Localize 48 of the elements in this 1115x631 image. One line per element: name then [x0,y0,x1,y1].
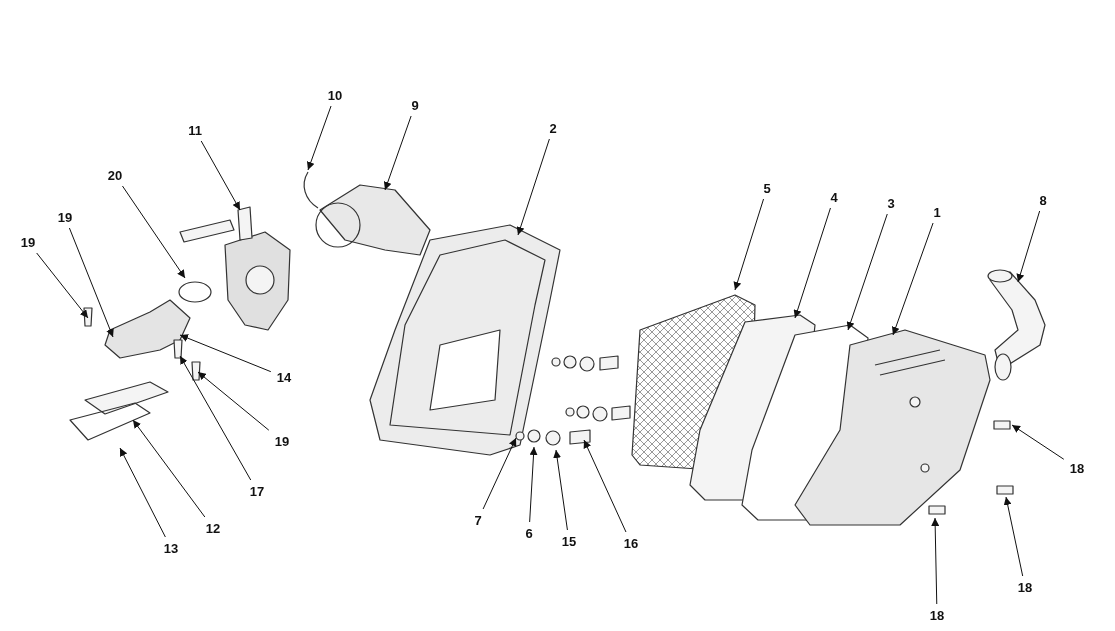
leader-line [931,517,940,605]
callout-number: 17 [249,483,265,499]
leader-line [179,355,252,481]
leader-line [891,222,934,336]
callout-number: 14 [276,369,292,385]
callout-number: 16 [623,535,639,551]
callout-number: 18 [929,607,945,623]
leader-line [846,213,888,331]
leader-line [516,138,550,236]
callout-number: 19 [20,234,36,250]
callout-number: 13 [163,540,179,556]
callout-number: 18 [1017,579,1033,595]
leader-line [132,419,206,518]
leader-line [793,207,831,319]
callout-number: 3 [887,195,895,211]
callout-number: 10 [327,87,343,103]
leader-line [122,185,186,279]
callout-number: 4 [830,189,838,205]
callout-number: 7 [474,512,482,528]
callout-number: 12 [205,520,221,536]
leader-line [482,437,517,510]
leader-line [1016,210,1041,283]
leader-line [306,105,332,171]
leader-line [119,447,166,538]
callout-number: 15 [561,533,577,549]
leader-line [1011,424,1065,460]
leader-line [68,227,114,338]
callout-number: 11 [188,122,202,138]
leader-line [36,252,89,319]
leader-line [179,334,272,373]
callout-number: 5 [763,180,771,196]
callout-number: 19 [57,209,73,225]
leader-line [197,371,270,431]
leader-line [733,198,765,291]
callout-number: 2 [549,120,557,136]
leader-line [553,449,568,531]
callout-number: 9 [411,97,419,113]
callout-number: 6 [525,525,533,541]
callout-number: 1 [933,204,941,220]
leader-line [583,439,627,533]
leader-line [200,140,241,211]
leader-line [1003,496,1024,577]
callout-number: 20 [107,167,123,183]
callout-number: 18 [1069,460,1085,476]
callout-number: 8 [1039,192,1047,208]
callout-number: 19 [274,433,290,449]
leader-line [529,446,538,523]
leader-line [383,115,412,191]
